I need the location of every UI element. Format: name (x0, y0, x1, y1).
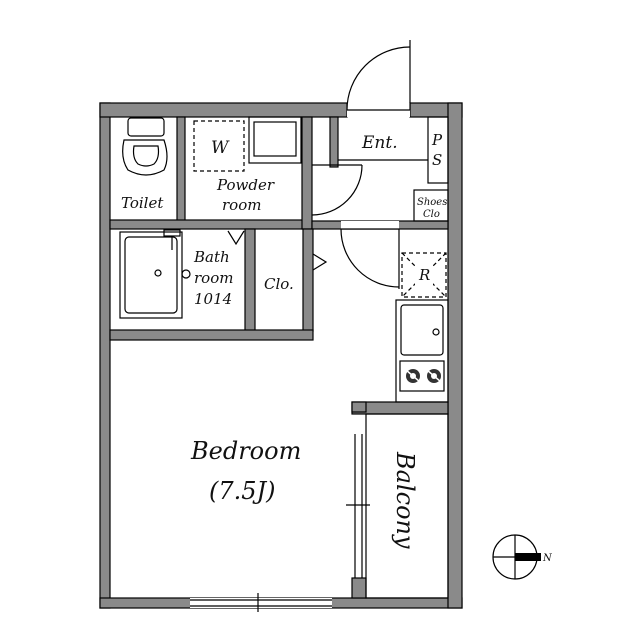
balcony-label: Balcony (391, 451, 419, 549)
shoes-closet: Shoes Clo (413, 189, 449, 222)
washbasin (248, 116, 302, 164)
closet-label: Clo. (264, 275, 294, 293)
bedroom-label: Bedroom (190, 437, 301, 465)
toilet-fixture (122, 117, 168, 176)
compass-icon: N (492, 534, 553, 580)
shoes-label-1: Shoes (417, 197, 447, 208)
bathtub (119, 229, 183, 319)
powder-door (311, 164, 363, 216)
compass-north-label: N (542, 553, 553, 564)
bathroom-label-2: room (194, 269, 233, 287)
toilet-label: Toilet (121, 194, 164, 212)
entrance-label: Ent. (361, 133, 398, 153)
closet-door-marker (312, 253, 328, 271)
stove (399, 360, 445, 392)
shoes-label-2: Clo (423, 209, 440, 220)
powder-room-label-1: Powder (216, 176, 275, 194)
pipe-space: P S (427, 116, 449, 184)
bedroom-window (190, 593, 332, 612)
washer-space: W (193, 120, 245, 172)
interior-walls (109, 116, 449, 415)
fridge-space: R (401, 252, 447, 298)
ps-label-1: P (431, 131, 443, 149)
balcony-window (346, 434, 370, 599)
balcony-area: Balcony (365, 413, 449, 599)
powder-room-label-2: room (222, 196, 261, 214)
entrance-door (346, 40, 411, 117)
hall-door (340, 221, 400, 289)
ps-label-2: S (432, 151, 442, 169)
kitchen-counter (395, 299, 449, 403)
bedroom-size: (7.5J) (209, 477, 276, 505)
washer-label: W (211, 138, 230, 158)
bath-door-marker (181, 230, 245, 279)
bathroom-label-3: 1014 (194, 290, 232, 308)
fridge-label: R (418, 266, 430, 284)
bathroom-label-1: Bath (193, 248, 230, 266)
